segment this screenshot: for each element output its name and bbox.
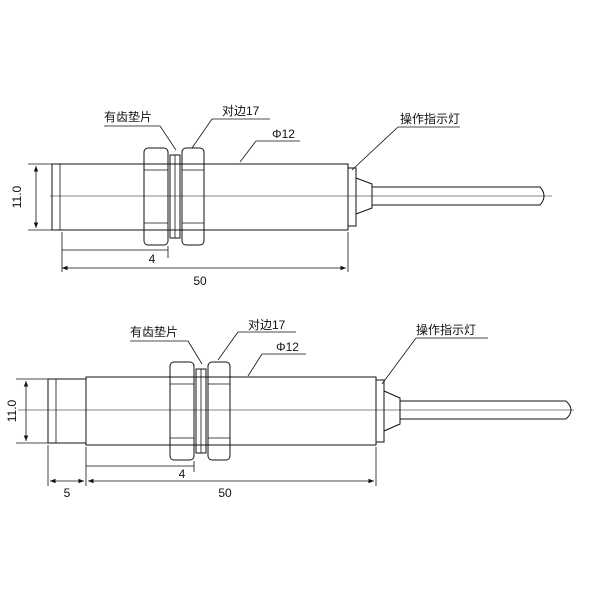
bottom-label-diameter: Φ12 — [276, 340, 299, 354]
top-label-washer: 有齿垫片 — [104, 109, 152, 124]
bottom-sensing-face — [47, 378, 87, 444]
top-body — [51, 163, 349, 231]
bottom-leader-indicator: 操作指示灯 — [381, 322, 488, 385]
bottom-leader-diameter: Φ12 — [247, 340, 306, 377]
bottom-cable — [400, 400, 572, 420]
top-strain-relief — [355, 177, 373, 215]
top-label-indicator: 操作指示灯 — [400, 111, 460, 126]
bottom-view: 11.0 5 4 50 有齿垫片 对边17 — [5, 318, 574, 500]
bottom-dim-height: 11.0 — [5, 378, 48, 444]
top-dim-length-text: 50 — [193, 274, 207, 288]
bottom-label-washer: 有齿垫片 — [130, 324, 178, 339]
bottom-label-flats: 对边17 — [248, 318, 286, 332]
top-leader-diameter: Φ12 — [239, 127, 300, 163]
top-toothed-washer — [169, 154, 181, 239]
top-dim-length: 50 — [61, 265, 346, 288]
bottom-strain-relief — [383, 390, 401, 432]
bottom-dim-nut: 4 — [86, 465, 194, 481]
bottom-dim-height-text: 11.0 — [5, 399, 19, 422]
top-label-diameter: Φ12 — [272, 127, 295, 141]
bottom-leader-flats: 对边17 — [217, 318, 296, 361]
bottom-rear-cap — [375, 379, 385, 443]
top-leader-flats: 对边17 — [191, 104, 270, 149]
top-dim-height: 11.0 — [10, 163, 52, 231]
bottom-dim-nut-text: 4 — [179, 467, 186, 481]
bottom-dim-length-text: 50 — [218, 486, 232, 500]
bottom-dim-length: 50 — [88, 478, 374, 500]
bottom-label-indicator: 操作指示灯 — [416, 322, 476, 337]
bottom-leader-washer: 有齿垫片 — [130, 324, 203, 365]
bottom-dim-face: 5 — [50, 478, 84, 500]
top-dim-nut: 4 — [62, 249, 168, 266]
bottom-toothed-washer — [195, 368, 207, 454]
bottom-nut-left — [169, 361, 195, 461]
bottom-nut-right — [207, 361, 231, 461]
top-dim-height-text: 11.0 — [10, 185, 24, 208]
top-nut-right — [181, 147, 205, 246]
bottom-body — [85, 376, 377, 446]
top-rear-cap — [347, 167, 357, 227]
bottom-dim-face-text: 5 — [64, 486, 71, 500]
top-view: 11.0 4 50 有齿垫片 对边17 Φ12 — [10, 104, 552, 288]
top-nut-left — [143, 147, 169, 246]
top-cable — [372, 186, 545, 206]
top-leader-washer: 有齿垫片 — [104, 109, 177, 151]
top-dim-nut-text: 4 — [149, 252, 156, 266]
top-label-flats: 对边17 — [222, 104, 260, 118]
top-leader-indicator: 操作指示灯 — [351, 111, 460, 171]
